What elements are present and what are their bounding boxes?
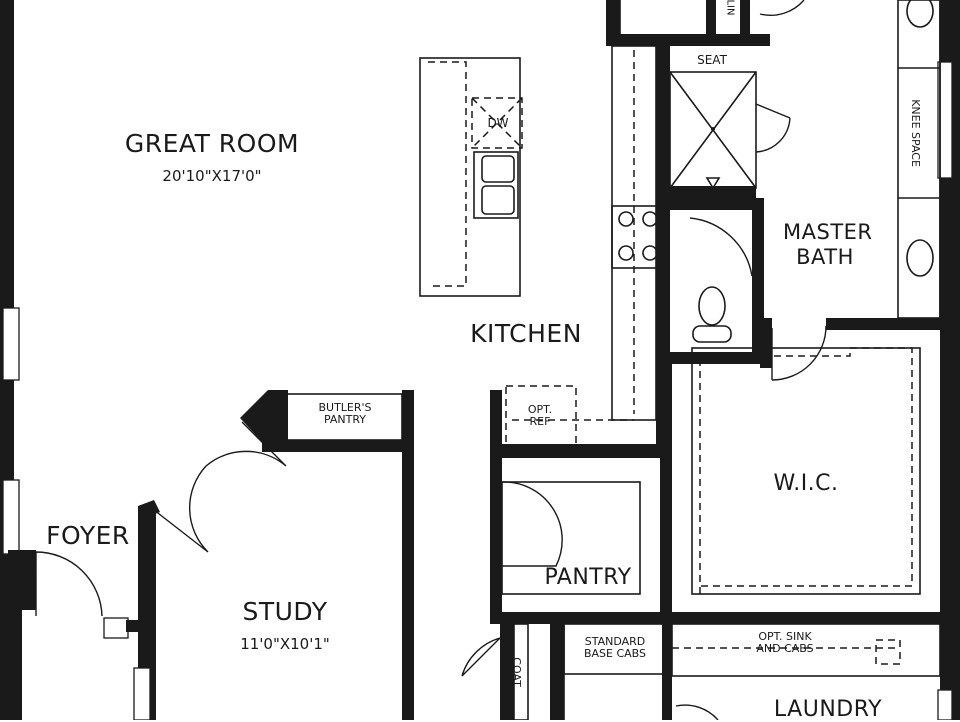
study-east-wall — [402, 390, 414, 720]
foyer-title: FOYER — [46, 521, 130, 550]
linen-door-swing — [759, 0, 805, 17]
coat-label: COAT — [510, 657, 524, 687]
wc-bottom-wall — [670, 352, 764, 364]
shower-head-icon — [705, 177, 721, 190]
standard-base-cabs-label: STANDARD BASE CABS — [566, 635, 664, 661]
wc-top-wall — [670, 198, 754, 210]
wic-door-swing — [771, 325, 827, 381]
foyer-sidelight — [103, 617, 129, 639]
shower-drain-icon — [711, 127, 715, 131]
pantry-title: PANTRY — [544, 565, 632, 590]
standard-base-cabs-text: STANDARD BASE CABS — [583, 635, 647, 661]
kitchen-bath-wall — [656, 38, 670, 456]
butlers-pantry-corner — [240, 390, 288, 446]
foyer-west-wall — [8, 550, 22, 720]
wic-shelving — [691, 347, 921, 595]
sink-bottom-icon — [906, 239, 934, 277]
opt-ref-text: OPT. REF — [527, 403, 553, 429]
coat-door-swing — [461, 637, 501, 677]
cooktop-icon — [611, 205, 665, 269]
pantry-door-swing — [501, 481, 563, 567]
shower-door-swing — [755, 103, 791, 153]
butler-pantry-bottom-wall — [262, 440, 414, 452]
bath-wic-wall-stub — [760, 318, 772, 368]
kitchen-island — [419, 57, 521, 297]
east-exterior-wall — [940, 0, 960, 720]
toilet-icon — [698, 286, 726, 326]
linen-label: LIN — [724, 0, 736, 16]
kitchen-title: KITCHEN — [470, 319, 582, 348]
opt-sink-icon — [875, 639, 901, 665]
study-title: STUDY — [242, 597, 328, 626]
coat-rod — [513, 623, 529, 720]
study-dimensions: 11'0"X10'1" — [240, 635, 330, 653]
opt-sink-cabs-text: OPT. SINK AND CABS — [756, 630, 814, 656]
linen-shelf — [607, 0, 621, 35]
dishwasher-box — [471, 97, 523, 149]
master-bath-title: MASTER BATH — [770, 220, 880, 270]
butlers-pantry-text: BUTLER'S PANTRY — [318, 401, 372, 427]
top-wall — [606, 34, 770, 46]
window-east-1 — [937, 61, 953, 179]
opt-ref-box — [505, 385, 577, 447]
pantry-shelf — [501, 481, 641, 595]
laundry-title: LAUNDRY — [773, 697, 883, 722]
laundry-door-swing — [675, 704, 719, 720]
coat-closet-wall — [500, 620, 514, 720]
foyer-door-jamb — [20, 550, 36, 610]
window-west-2 — [2, 479, 20, 555]
study-west-wall — [138, 506, 156, 720]
foyer-door-swing — [35, 551, 103, 617]
opt-sink-cabs-label: OPT. SINK AND CABS — [740, 630, 830, 656]
sink-top-icon — [906, 0, 934, 28]
island-sink-icon — [473, 151, 519, 219]
opt-ref-label: OPT. REF — [512, 403, 568, 429]
great-room-title: GREAT ROOM — [124, 129, 300, 158]
seat-label: SEAT — [697, 53, 727, 67]
pantry-west-wall — [490, 390, 502, 622]
wic-west-wall — [660, 364, 672, 620]
linen-wall-left — [706, 0, 716, 38]
opt-sink-cabinets — [671, 623, 941, 677]
dishwasher-label: DW — [487, 116, 509, 130]
wc-door-swing — [689, 217, 753, 277]
great-room-dimensions: 20'10"X17'0" — [162, 167, 262, 185]
kitchen-south-wall — [490, 444, 670, 458]
linen-wall-right — [740, 0, 750, 38]
shower-bottom-wall — [664, 186, 756, 200]
knee-space-label: KNEE SPACE — [909, 99, 923, 167]
wc-right-wall — [752, 198, 764, 356]
butlers-pantry-label: BUTLER'S PANTRY — [302, 401, 388, 427]
wic-top-wall — [826, 318, 948, 330]
master-bath-label: MASTER BATH — [783, 220, 873, 270]
window-west-1 — [2, 307, 20, 381]
pantry-south-wall — [490, 612, 948, 624]
wic-title: W.I.C. — [773, 471, 839, 496]
study-double-door-swing — [153, 421, 287, 553]
window-east-2 — [937, 689, 953, 720]
